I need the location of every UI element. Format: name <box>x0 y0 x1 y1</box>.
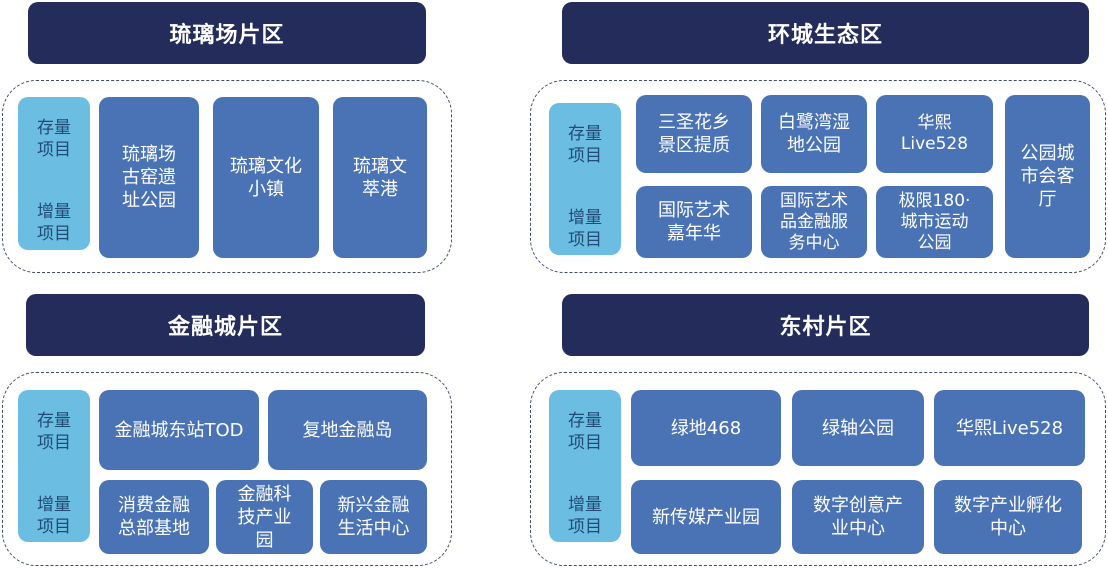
project-box: 绿轴公园 <box>792 390 924 466</box>
stock-label: 存量 项目 <box>37 118 71 160</box>
side-labels-jinrongcheng: 存量 项目 增量 项目 <box>18 390 90 542</box>
project-box: 三圣花乡 景区提质 <box>636 95 752 173</box>
project-box: 新传媒产业园 <box>631 480 781 554</box>
increment-label: 增量 项目 <box>37 202 71 244</box>
increment-label: 增量 项目 <box>568 495 602 537</box>
project-box: 极限180· 城市运动 公园 <box>876 186 993 258</box>
side-labels-liulichang: 存量 项目 增量 项目 <box>18 97 90 250</box>
stock-label: 存量 项目 <box>568 411 602 453</box>
project-box: 国际艺术 嘉年华 <box>636 186 752 258</box>
project-box: 消费金融 总部基地 <box>99 480 209 554</box>
project-box: 数字产业孵化 中心 <box>934 480 1082 554</box>
zone-frame-huancheng <box>530 80 1106 273</box>
project-box: 琉璃场 古窑遗 址公园 <box>99 97 199 258</box>
project-box: 绿地468 <box>631 390 781 466</box>
project-box: 华熙Live528 <box>934 390 1085 466</box>
zone-title-dongcun: 东村片区 <box>562 294 1089 356</box>
side-labels-huancheng: 存量 项目 增量 项目 <box>549 103 621 255</box>
zone-frame-liulichang <box>2 80 452 273</box>
stock-label: 存量 项目 <box>568 124 602 166</box>
project-box: 复地金融岛 <box>268 390 427 470</box>
zone-title-jinrongcheng: 金融城片区 <box>26 294 425 356</box>
project-box: 琉璃文 萃港 <box>333 97 427 258</box>
project-box: 琉璃文化 小镇 <box>213 97 319 258</box>
project-box: 华熙 Live528 <box>876 95 993 173</box>
project-box: 国际艺术 品金融服 务中心 <box>761 186 867 258</box>
project-box: 数字创意产 业中心 <box>792 480 924 554</box>
project-box: 金融科 技产业 园 <box>216 480 313 554</box>
side-labels-dongcun: 存量 项目 增量 项目 <box>549 390 621 542</box>
project-box: 公园城 市会客 厅 <box>1005 95 1090 258</box>
zone-frame-jinrongcheng <box>2 372 452 566</box>
stock-label: 存量 项目 <box>37 411 71 453</box>
project-box: 金融城东站TOD <box>99 390 259 470</box>
zone-frame-dongcun <box>530 372 1106 566</box>
project-box: 新兴金融 生活中心 <box>320 480 427 554</box>
zone-title-huancheng: 环城生态区 <box>562 2 1089 64</box>
increment-label: 增量 项目 <box>37 495 71 537</box>
increment-label: 增量 项目 <box>568 208 602 250</box>
zone-title-liulichang: 琉璃场片区 <box>28 2 426 64</box>
project-box: 白鹭湾湿 地公园 <box>761 95 867 173</box>
